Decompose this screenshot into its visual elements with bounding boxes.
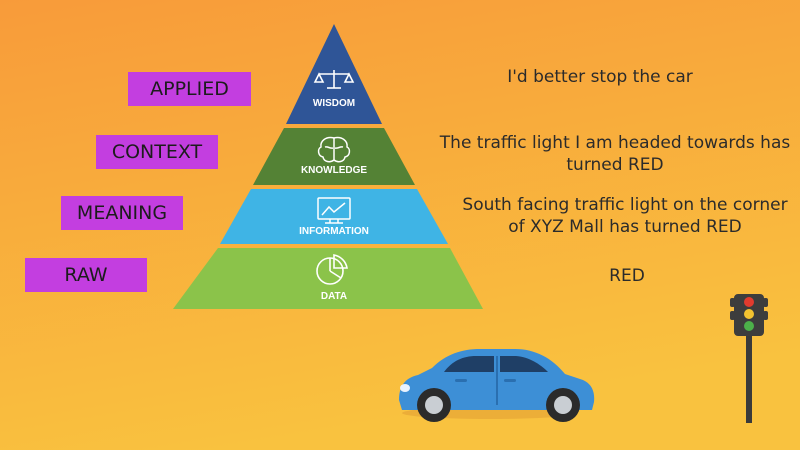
pyramid-label-information: INFORMATION (299, 226, 369, 237)
car-icon (399, 349, 595, 422)
tag-meaning: MEANING (61, 196, 183, 230)
example-meaning-line-1: South facing traffic light on the corner (462, 195, 788, 215)
example-applied-line: I'd better stop the car (507, 67, 693, 87)
tag-raw: RAW (25, 258, 147, 292)
brain-icon (317, 136, 351, 163)
example-meaning: South facing traffic light on the corner… (450, 194, 800, 238)
example-context-line-1: The traffic light I am headed towards ha… (439, 133, 791, 153)
pyramid-label-wisdom: WISDOM (312, 98, 356, 109)
example-context: The traffic light I am headed towards ha… (430, 132, 800, 176)
example-raw-line: RED (609, 266, 645, 286)
traffic-light-icon (730, 294, 768, 423)
example-context-line-2: turned RED (566, 155, 664, 175)
pyramid-layer-information (220, 189, 448, 244)
example-meaning-line-2: of XYZ Mall has turned RED (508, 217, 742, 237)
chart-monitor-icon (317, 197, 351, 224)
tag-applied: APPLIED (128, 72, 251, 106)
tag-context: CONTEXT (96, 135, 218, 169)
example-applied: I'd better stop the car (470, 66, 730, 88)
example-raw: RED (577, 265, 677, 287)
scales-icon (313, 70, 355, 89)
pyramid-layer-data (173, 248, 483, 309)
pyramid-label-data: DATA (320, 291, 348, 302)
pie-chart-icon (316, 254, 348, 285)
pyramid-label-knowledge: KNOWLEDGE (300, 165, 368, 176)
